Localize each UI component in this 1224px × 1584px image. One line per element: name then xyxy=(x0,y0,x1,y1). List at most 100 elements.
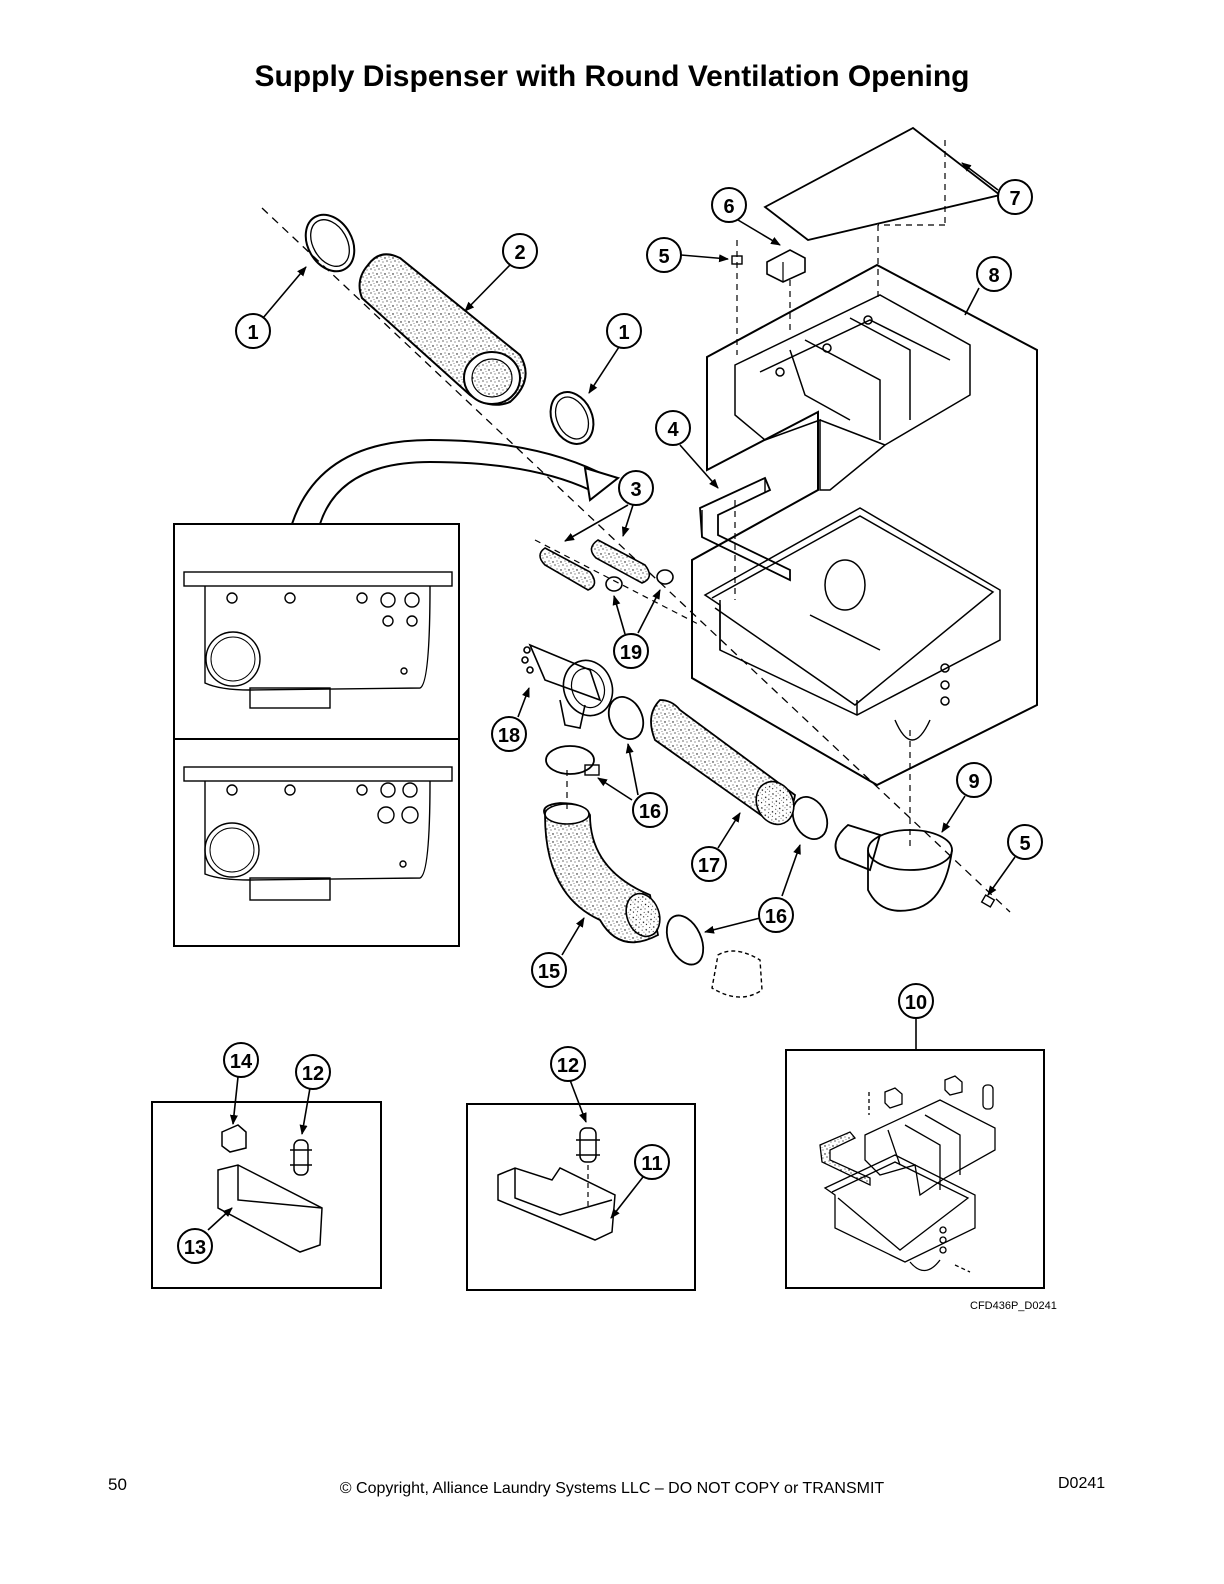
leader-1a xyxy=(262,266,307,319)
float-part-12b xyxy=(576,1127,600,1163)
callout-12b: 12 xyxy=(550,1046,586,1082)
cap-part-6 xyxy=(766,249,806,283)
leader-19b xyxy=(637,589,661,634)
callout-1b: 1 xyxy=(606,313,642,349)
callout-1a: 1 xyxy=(235,313,271,349)
dispenser-assembly-frame xyxy=(691,263,1038,787)
detail-panel-left xyxy=(151,1101,382,1289)
small-clamp-part-19b xyxy=(656,569,674,585)
svg-text:11: 11 xyxy=(641,1153,662,1175)
callout-14: 14 xyxy=(223,1042,259,1078)
screw-part-5-bottom xyxy=(980,894,996,908)
leader-16b xyxy=(597,777,633,801)
hose-clamp-part-16b xyxy=(545,745,600,776)
svg-text:12: 12 xyxy=(557,1055,579,1077)
svg-text:14: 14 xyxy=(230,1051,253,1073)
hose-clamp-part-16c xyxy=(791,796,829,840)
leader-2 xyxy=(464,264,511,312)
inset-view-b xyxy=(183,766,453,901)
cap-part-14 xyxy=(221,1124,247,1153)
tray-part-13 xyxy=(217,1164,323,1253)
svg-text:9: 9 xyxy=(968,771,979,793)
svg-text:8: 8 xyxy=(988,265,999,287)
copyright-notice: © Copyright, Alliance Laundry Systems LL… xyxy=(339,1480,885,1497)
svg-text:5: 5 xyxy=(1019,833,1030,855)
svg-text:1: 1 xyxy=(247,322,258,344)
leader-12b xyxy=(569,1079,587,1123)
funnel-part-9 xyxy=(834,823,953,912)
callout-12a: 12 xyxy=(295,1054,331,1090)
callout-13: 13 xyxy=(177,1228,213,1264)
svg-text:4: 4 xyxy=(667,419,679,441)
callout-11: 11 xyxy=(634,1144,670,1180)
tray-part-11 xyxy=(497,1167,616,1241)
page-number: 50 xyxy=(108,1475,127,1494)
screw-part-5-top xyxy=(731,240,743,355)
inset-panel-bottom xyxy=(173,738,460,947)
hose-clamp-part-1 xyxy=(304,213,356,273)
leader-1b xyxy=(588,346,620,394)
callout-19: 19 xyxy=(613,633,649,669)
lower-basin xyxy=(703,507,1001,741)
pipe-end-dashed xyxy=(711,950,763,998)
callout-7: 7 xyxy=(997,179,1033,215)
leader-3b xyxy=(621,504,634,537)
leader-5b xyxy=(987,856,1016,896)
inset-pointer-arrow xyxy=(291,438,611,525)
svg-text:10: 10 xyxy=(905,992,927,1014)
valve-part-18 xyxy=(521,643,614,729)
svg-text:1: 1 xyxy=(618,322,629,344)
leader-16d xyxy=(704,917,761,934)
leader-14 xyxy=(229,1076,239,1125)
callout-8: 8 xyxy=(976,256,1012,292)
leader-6 xyxy=(737,219,781,246)
leader-18 xyxy=(517,687,530,718)
callout-4: 4 xyxy=(655,410,691,446)
leader-3a xyxy=(564,504,629,542)
hose-clamp-part-16a xyxy=(607,696,645,740)
svg-text:13: 13 xyxy=(184,1237,206,1259)
leader-15 xyxy=(561,917,585,956)
leader-13 xyxy=(207,1207,233,1231)
inset-panel-top xyxy=(173,523,460,740)
callout-6: 6 xyxy=(711,187,747,223)
callout-18: 18 xyxy=(491,716,527,752)
leader-4 xyxy=(679,444,719,489)
document-code: D0241 xyxy=(1058,1475,1106,1492)
hose-part-4 xyxy=(699,476,791,582)
leader-7 xyxy=(961,162,999,191)
svg-text:6: 6 xyxy=(723,196,734,218)
svg-text:16: 16 xyxy=(765,906,787,928)
assembly-axis xyxy=(261,207,1011,913)
svg-text:12: 12 xyxy=(302,1063,324,1085)
callout-15: 15 xyxy=(531,952,567,988)
detail-panel-middle xyxy=(466,1103,696,1291)
lid-part-7 xyxy=(763,126,1003,241)
short-hose-part-3a xyxy=(539,547,596,591)
callout-3: 3 xyxy=(618,470,654,506)
leader-9 xyxy=(941,795,966,833)
leader-5a xyxy=(680,254,729,263)
small-clamp-part-19a xyxy=(605,576,623,592)
inset-view-a xyxy=(183,571,453,709)
leader-16c xyxy=(781,844,801,897)
svg-text:16: 16 xyxy=(639,801,661,823)
leader-12a xyxy=(299,1087,311,1135)
upper-tray-part-8 xyxy=(734,294,971,491)
float-part-12a xyxy=(290,1139,312,1176)
svg-text:5: 5 xyxy=(658,246,669,268)
leader-11 xyxy=(610,1176,644,1219)
detail-panel-right xyxy=(785,1049,1045,1289)
callout-16b: 16 xyxy=(758,897,794,933)
leader-17 xyxy=(717,812,741,849)
svg-text:17: 17 xyxy=(698,855,720,877)
hose-clamp-part-16d xyxy=(665,914,705,966)
leader-16a xyxy=(625,743,639,796)
svg-text:3: 3 xyxy=(630,479,641,501)
svg-text:19: 19 xyxy=(620,642,642,664)
leader-8 xyxy=(964,287,980,316)
callout-10: 10 xyxy=(898,983,934,1019)
page-title: Supply Dispenser with Round Ventilation … xyxy=(254,60,970,93)
callout-5a: 5 xyxy=(646,237,682,273)
